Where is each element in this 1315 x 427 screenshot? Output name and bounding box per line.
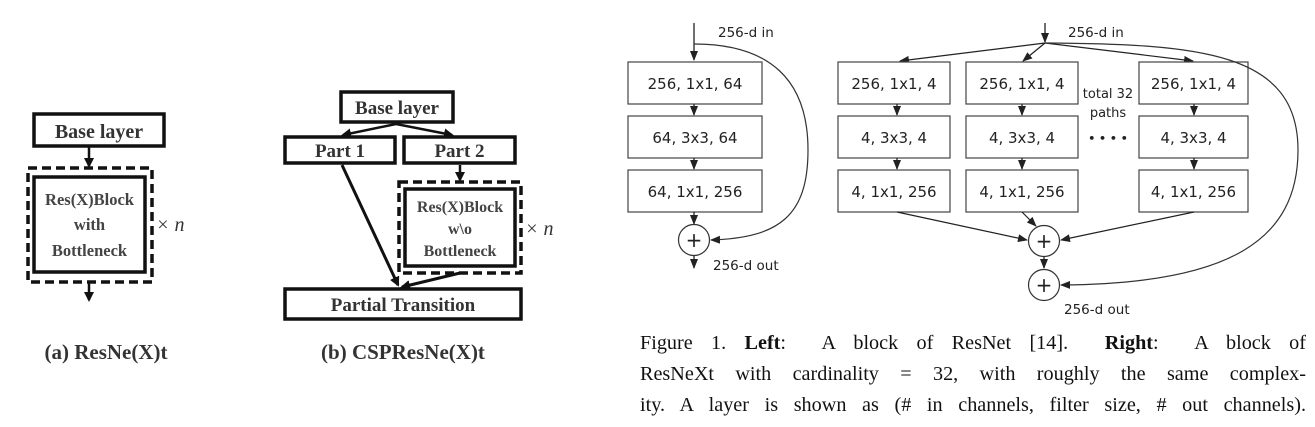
resnext-path-1: 256, 1x1, 4 4, 3x3, 4 4, 1x1, 256: [837, 61, 951, 213]
b-part1-label: Part 1: [315, 141, 365, 162]
resnext-split-arrow-1: [899, 42, 1046, 64]
resnext-p2-layer-1: [965, 61, 1079, 105]
figure-caption-left-label: Left: [744, 332, 781, 354]
resnext-merge-arrow-2: [1021, 211, 1037, 227]
resnext-p2-layer-3-label: 4, 1x1, 256: [979, 183, 1064, 201]
resnext-p2-layer-2: [965, 115, 1079, 159]
resnet-layer-1: [627, 61, 763, 105]
resnext-p3-layer-2: [1138, 115, 1249, 159]
resnext-paths-note-line1: total 32: [1083, 87, 1133, 102]
resnext-p1-layer-2: [837, 115, 951, 159]
resnext-p1-layer-1: [837, 61, 951, 105]
b-resblock-line1: Res(X)Block: [417, 199, 503, 216]
resnext-split-arrow-3: [1044, 42, 1194, 64]
resnext-path-2: 256, 1x1, 4 4, 3x3, 4 4, 1x1, 256: [965, 61, 1079, 213]
figure-caption-line-3: ity. A layer is shown as (# in channels,…: [640, 394, 1306, 416]
resnext-merge-arrow-3: [1060, 211, 1195, 243]
resnext-split-arrow-2: [1022, 42, 1046, 62]
figure-caption-line-2: ResNeXt with cardinality = 32, with roug…: [640, 363, 1306, 385]
b-arrow-part1-to-transition: [340, 164, 400, 287]
panel-a-resnext: Base layer Res(X)Block with Bottleneck ×…: [26, 112, 185, 364]
b-caption: (b) CSPResNe(X)t: [321, 340, 485, 364]
figure-caption-right-label: Right: [1104, 332, 1154, 354]
resnext-input-label: 256-d in: [1068, 25, 1124, 41]
b-base-layer-label: Base layer: [355, 98, 439, 119]
resnext-paths-note-line2: paths: [1090, 106, 1127, 121]
resnet-sum-node: [677, 223, 711, 257]
b-part1-box: [283, 135, 397, 165]
a-caption: (a) ResNe(X)t: [44, 340, 167, 364]
resnet-output-label: 256-d out: [713, 258, 779, 274]
b-resblock-line3: Bottleneck: [424, 243, 497, 260]
figure-caption: Figure 1. Left: A block of ResNet [14]. …: [640, 328, 1306, 421]
resnext-ellipsis: • • • •: [1088, 132, 1128, 145]
resnet-input-label: 256-d in: [718, 25, 774, 41]
resnet-skip-connection: [693, 43, 809, 244]
b-arrow-base-to-part1: [341, 122, 397, 139]
figure-caption-prefix: Figure 1.: [640, 332, 745, 354]
a-resblock-line3: Bottleneck: [52, 241, 128, 260]
resnext-merge-arrow-1: [896, 211, 1028, 243]
resnext-path-3: 256, 1x1, 4 4, 3x3, 4 4, 1x1, 256: [1138, 61, 1249, 213]
b-part2-box: [402, 135, 517, 165]
b-partial-transition-box: [283, 287, 523, 321]
panel-b-cspresnext: Base layer Part 1 Part 2 Res(X)Block w\o…: [283, 90, 554, 364]
resnext-skip-connection: [1044, 42, 1299, 289]
b-arrow-base-to-part2: [395, 122, 454, 139]
a-base-layer-label: Base layer: [55, 121, 143, 143]
a-base-layer-box: [32, 112, 166, 148]
resnext-p1-layer-3: [837, 169, 951, 213]
figure-caption-left-text: : A block of ResNet [14].: [780, 332, 1105, 354]
b-arrow-block-to-transition: [400, 271, 461, 290]
resnet-layer-2: [627, 115, 763, 159]
resnext-p2-layer-1-label: 256, 1x1, 4: [979, 75, 1064, 93]
resnet-layer-3-label: 64, 1x1, 256: [648, 183, 743, 201]
resnext-p3-layer-3: [1138, 169, 1249, 213]
figure-caption-right-text: : A block of: [1153, 332, 1306, 354]
resnext-p1-layer-1-label: 256, 1x1, 4: [851, 75, 936, 93]
a-resblock-line1: Res(X)Block: [45, 190, 135, 209]
b-partial-transition-label: Partial Transition: [331, 295, 476, 316]
resnet-block: 256-d in 256, 1x1, 64 64, 3x3, 64 64, 1x…: [627, 23, 809, 274]
b-resblock-box: [403, 187, 517, 268]
resnext-p1-layer-3-label: 4, 1x1, 256: [851, 183, 936, 201]
resnext-p3-layer-1-label: 256, 1x1, 4: [1151, 75, 1236, 93]
resnet-layer-1-label: 256, 1x1, 64: [648, 75, 743, 93]
a-repeat-label: × n: [156, 214, 185, 236]
resnext-p3-layer-2-label: 4, 3x3, 4: [1160, 129, 1226, 147]
b-part2-label: Part 2: [434, 141, 484, 162]
figure-caption-line-1: Figure 1. Left: A block of ResNet [14]. …: [640, 328, 1306, 359]
a-resblock-line2: with: [74, 215, 105, 234]
b-repeat-label: × n: [525, 218, 554, 240]
b-resblock-line2: w\o: [448, 221, 472, 238]
resnext-output-label: 256-d out: [1064, 302, 1130, 318]
b-base-layer-box: [339, 90, 455, 124]
resnext-aggregate-sum-node: [1027, 224, 1061, 258]
resnet-sum-symbol: +: [686, 228, 703, 252]
resnet-layer-3: [627, 169, 763, 213]
resnet-layer-2-label: 64, 3x3, 64: [652, 129, 737, 147]
resnext-p2-layer-2-label: 4, 3x3, 4: [989, 129, 1055, 147]
resnext-p3-layer-3-label: 4, 1x1, 256: [1151, 183, 1236, 201]
resnext-block: 256-d in 256, 1x1, 4 4, 3x3, 4 4, 1x1, 2…: [837, 23, 1299, 318]
resnext-residual-sum-symbol: +: [1036, 273, 1053, 297]
resnext-p1-layer-2-label: 4, 3x3, 4: [861, 129, 927, 147]
resnext-aggregate-sum-symbol: +: [1036, 229, 1053, 253]
a-resblock-box: [32, 175, 147, 274]
resnext-residual-sum-node: [1027, 268, 1061, 302]
